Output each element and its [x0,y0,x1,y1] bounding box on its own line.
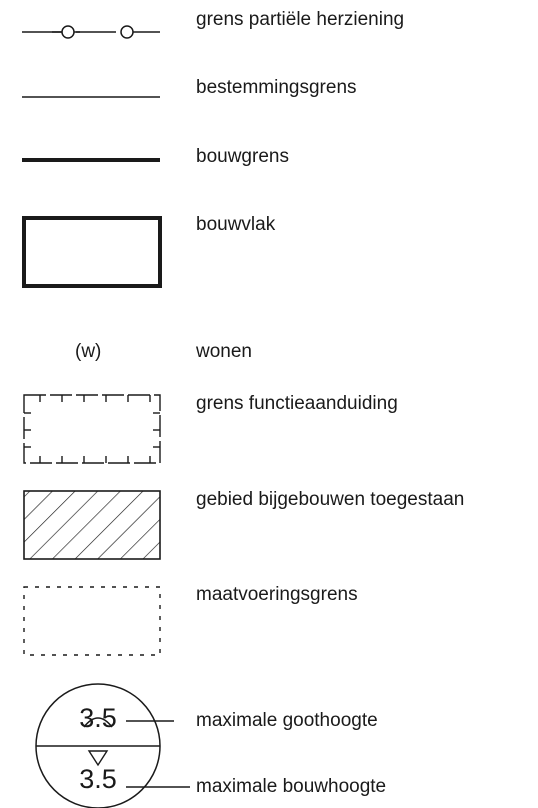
legend-label-max-eaves-height: maximale goothoogte [196,710,378,731]
legend-label-max-building-height: maximale bouwhoogte [196,776,387,797]
height-badge-symbol [35,683,190,808]
legend-label-zoning-boundary: bestemmingsgrens [196,77,357,98]
legend-label-outbuildings-area: gebied bijgebouwen toegestaan [196,489,465,510]
legend-label-building-plot: bouwvlak [196,214,276,235]
partial-revision-boundary-symbol [22,25,160,39]
dimension-boundary-symbol [23,586,161,656]
badge-top-value: 3.5 [79,703,117,733]
legend-label-building-boundary: bouwgrens [196,146,289,167]
outbuildings-area-symbol [23,490,161,560]
triangle-down-icon [87,750,109,767]
building-plot-symbol [22,216,162,288]
eaves-arc-icon [83,717,113,728]
legend-label-dimension-boundary: maatvoeringsgrens [196,584,358,605]
legend-code-wonen: (w) [75,341,102,362]
function-designation-boundary-symbol [23,394,161,464]
legend-label-function-boundary: grens functieaanduiding [196,393,398,414]
legend-label-partial-revision: grens partiële herziening [196,9,405,30]
legend-label-wonen: wonen [196,341,252,362]
badge-bottom-value: 3.5 [79,764,117,794]
